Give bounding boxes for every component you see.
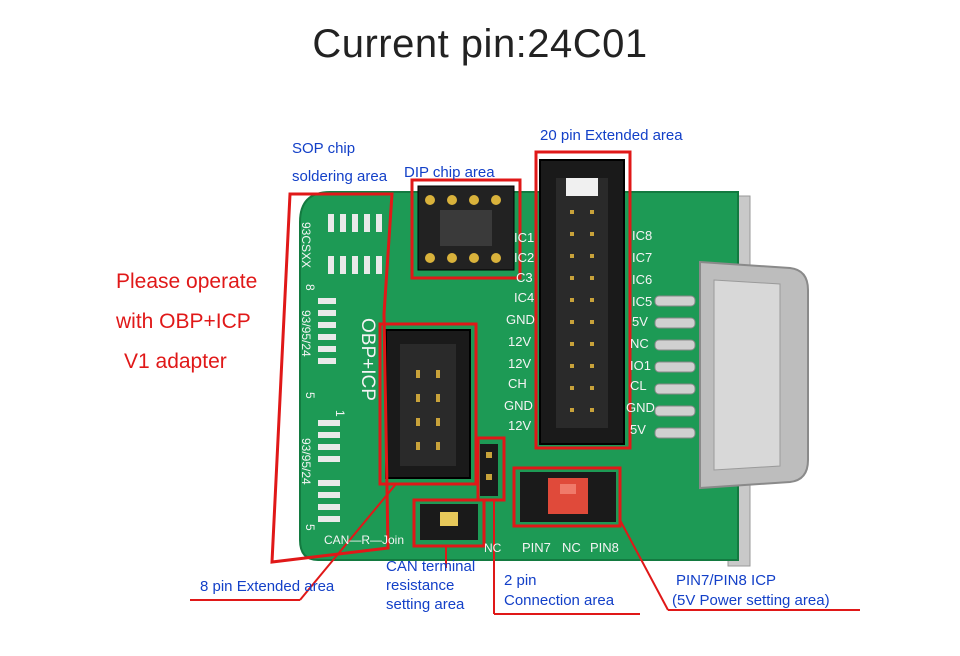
mid-label: 12V	[508, 334, 531, 349]
dip-label: DIP chip area	[404, 164, 495, 181]
leader-lines	[190, 483, 860, 615]
mid-label: 12V	[508, 418, 531, 433]
dip-area-frame	[410, 178, 522, 280]
chip-5b-text: 5	[303, 524, 317, 531]
icp-label-line1: PIN7/PIN8 ICP	[676, 572, 777, 589]
chip-93csxx-text: 93CSXX	[299, 222, 313, 268]
header-20pin	[539, 159, 625, 445]
mid-label: IC4	[514, 290, 534, 305]
nc-left-text: NC	[484, 541, 502, 555]
chip-939524-a-text: 93/95/24	[299, 310, 313, 357]
chip-939524-b-text: 93/95/24	[299, 438, 313, 485]
can-label-line3: setting area	[386, 596, 465, 613]
chip-1-text: 1	[333, 410, 347, 417]
right-label: 5V	[632, 314, 648, 329]
sop-pads	[318, 214, 382, 522]
pin8-area-frame	[378, 322, 478, 486]
sop-label-line2: soldering area	[292, 168, 388, 185]
chip-5a-text: 5	[303, 392, 317, 399]
page-title: Current pin:24C01	[312, 22, 648, 66]
notice-line3: V1 adapter	[124, 350, 227, 373]
pin7-text: PIN7	[522, 540, 551, 555]
pin8-text: PIN8	[590, 540, 619, 555]
right-label: IC7	[632, 250, 652, 265]
right-label: NC	[630, 336, 649, 351]
mid-label: CH	[508, 376, 527, 391]
right-label: GND	[626, 400, 655, 415]
twopin-area-frame	[476, 436, 506, 502]
mid-label: IC2	[514, 250, 534, 265]
can-label-line2: resistance	[386, 577, 455, 594]
mid-label: C3	[516, 270, 533, 285]
pin8-label: 8 pin Extended area	[200, 578, 335, 595]
notice-line2: with OBP+ICP	[116, 310, 251, 333]
right-label: 5V	[630, 422, 646, 437]
twopin-label-line2: Connection area	[504, 592, 615, 609]
jumper-2pin	[480, 444, 498, 496]
mid-label: 12V	[508, 356, 531, 371]
can-jumper	[420, 504, 478, 540]
nc-mid-text: NC	[562, 540, 581, 555]
right-label: IC8	[632, 228, 652, 243]
can-label-line1: CAN terminal	[386, 558, 476, 575]
icp-area-frame	[512, 466, 622, 528]
annotation-frames	[270, 150, 632, 564]
twopin-label-line1: 2 pin	[504, 572, 537, 589]
mid-label: GND	[504, 398, 533, 413]
sop-area-frame	[270, 192, 394, 564]
right-label: IC6	[632, 272, 652, 287]
dip-socket	[417, 185, 515, 271]
can-area-frame	[412, 498, 486, 548]
pin20-label: 20 pin Extended area	[540, 127, 683, 144]
db15-connector	[699, 260, 809, 490]
can-r-join-text: CAN—R—Join	[324, 533, 404, 547]
icp-label-line2: (5V Power setting area)	[672, 592, 830, 609]
obp-icp-silkscreen: OBP+ICP	[357, 318, 378, 401]
pin7-pin8-jumper	[520, 472, 616, 522]
chip-8-text: 8	[303, 284, 317, 291]
right-label: IO1	[630, 358, 651, 373]
header-8pin	[385, 329, 471, 479]
mid-label: GND	[506, 312, 535, 327]
sop-label-line1: SOP chip	[292, 140, 356, 157]
notice-line1: Please operate	[116, 270, 258, 293]
right-label: CL	[630, 378, 647, 393]
mid-label: IC1	[514, 230, 534, 245]
right-label: IC5	[632, 294, 652, 309]
connector-pins	[654, 295, 696, 439]
pin20-area-frame	[534, 150, 632, 450]
